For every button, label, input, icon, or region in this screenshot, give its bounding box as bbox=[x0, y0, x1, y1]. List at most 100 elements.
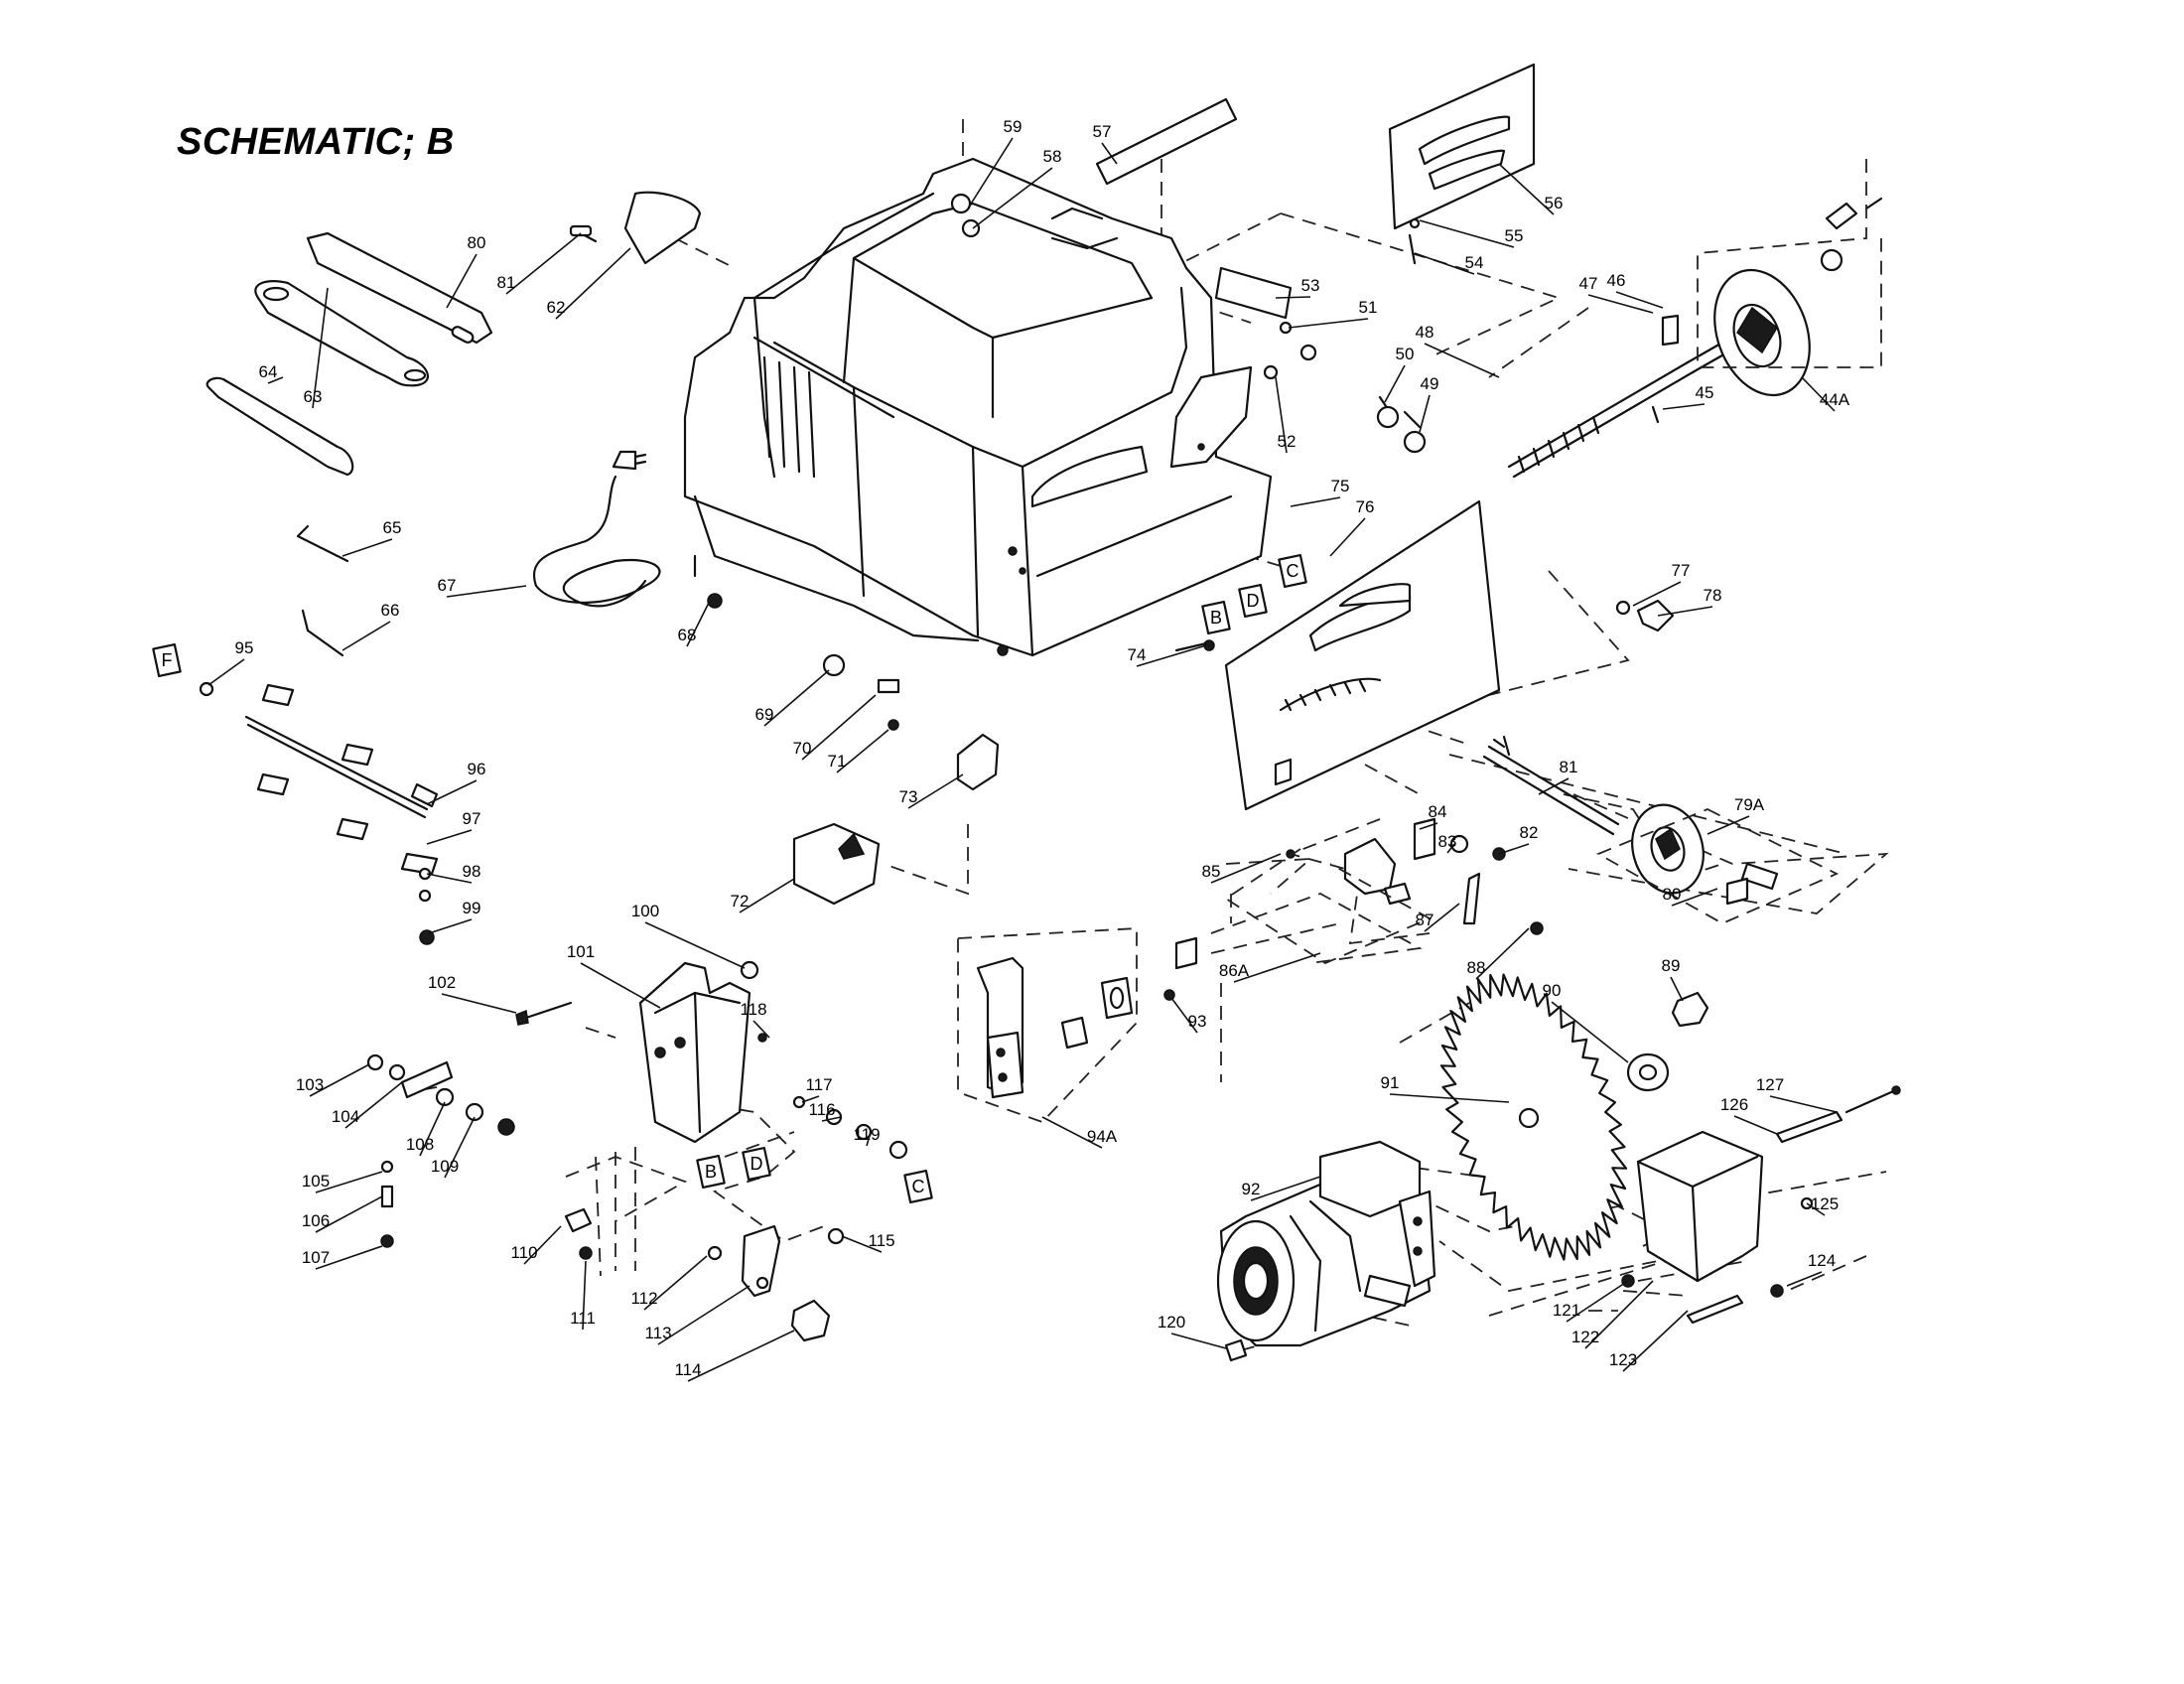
callout-59: 59 bbox=[1004, 117, 1023, 136]
leader-line bbox=[315, 1245, 383, 1270]
accessories bbox=[205, 191, 702, 657]
callout-77: 77 bbox=[1672, 561, 1691, 580]
callout-108: 108 bbox=[406, 1135, 434, 1154]
leader-line bbox=[426, 873, 473, 884]
callout-71: 71 bbox=[828, 752, 847, 771]
callout-123: 123 bbox=[1609, 1350, 1637, 1369]
leader-line bbox=[1670, 976, 1684, 1002]
callout-92: 92 bbox=[1242, 1180, 1261, 1198]
box-letter-c: C bbox=[903, 1169, 933, 1204]
leader-line bbox=[821, 1116, 842, 1122]
callout-70: 70 bbox=[793, 739, 812, 758]
leader-lines bbox=[207, 137, 1838, 1382]
callout-80: 80 bbox=[468, 233, 486, 252]
leader-line bbox=[582, 1260, 587, 1331]
leader-line bbox=[801, 1095, 820, 1103]
scale-plate bbox=[1388, 63, 1536, 265]
leader-line bbox=[1419, 219, 1515, 248]
leader-line bbox=[428, 918, 473, 934]
callout-83: 83 bbox=[1438, 832, 1457, 851]
leader-line bbox=[1233, 952, 1321, 983]
svg-text:B: B bbox=[1210, 608, 1222, 628]
leader-line bbox=[1587, 294, 1654, 314]
leader-line bbox=[267, 376, 284, 384]
leader-line bbox=[1498, 843, 1530, 855]
callout-66: 66 bbox=[381, 601, 400, 620]
callout-55: 55 bbox=[1505, 226, 1524, 245]
leader-line bbox=[1786, 1271, 1823, 1287]
callout-73: 73 bbox=[899, 787, 918, 806]
callout-112: 112 bbox=[630, 1289, 657, 1308]
leader-line bbox=[1446, 843, 1455, 854]
callout-75: 75 bbox=[1331, 477, 1350, 495]
leader-line bbox=[446, 585, 527, 598]
callout-50: 50 bbox=[1396, 345, 1415, 363]
motor bbox=[1216, 1140, 1436, 1362]
leader-line bbox=[419, 1101, 446, 1157]
leader-line bbox=[972, 167, 1053, 229]
callout-81: 81 bbox=[497, 273, 516, 292]
callout-56: 56 bbox=[1545, 194, 1564, 212]
callout-65: 65 bbox=[383, 518, 402, 537]
callout-119: 119 bbox=[853, 1125, 880, 1144]
leader-line bbox=[1424, 903, 1460, 932]
svg-text:C: C bbox=[912, 1177, 925, 1196]
leader-line bbox=[1584, 1280, 1654, 1349]
leader-line bbox=[1384, 364, 1406, 403]
leader-line bbox=[341, 621, 391, 651]
leader-line bbox=[1475, 927, 1530, 980]
leader-line bbox=[644, 921, 746, 969]
leader-line bbox=[505, 232, 582, 295]
callout-102: 102 bbox=[428, 973, 456, 992]
leader-line bbox=[1101, 142, 1118, 165]
callout-90: 90 bbox=[1543, 981, 1562, 1000]
callout-53: 53 bbox=[1301, 276, 1320, 295]
callout-48: 48 bbox=[1416, 323, 1434, 342]
leader-line bbox=[1275, 376, 1288, 454]
leader-line bbox=[446, 253, 478, 309]
svg-text:F: F bbox=[162, 650, 173, 670]
leader-line bbox=[344, 1081, 403, 1129]
leader-line bbox=[801, 694, 877, 761]
callout-78: 78 bbox=[1704, 586, 1722, 605]
leader-line bbox=[1706, 815, 1750, 835]
leader-line bbox=[866, 1131, 872, 1147]
callout-63: 63 bbox=[304, 387, 323, 406]
leader-line bbox=[580, 962, 661, 1009]
callout-87: 87 bbox=[1416, 911, 1434, 929]
callout-113: 113 bbox=[644, 1324, 671, 1342]
callout-116: 116 bbox=[808, 1100, 835, 1119]
callout-57: 57 bbox=[1093, 122, 1112, 141]
callout-94a: 94A bbox=[1087, 1127, 1118, 1146]
callout-44a: 44A bbox=[1820, 390, 1850, 409]
leader-line bbox=[1801, 376, 1836, 412]
switch-mount bbox=[366, 960, 908, 1342]
leader-line bbox=[1671, 888, 1718, 907]
bracket-94A bbox=[957, 927, 1198, 1124]
callout-118: 118 bbox=[740, 1000, 766, 1019]
box-letter-d: D bbox=[742, 1146, 771, 1182]
callout-51: 51 bbox=[1359, 298, 1378, 317]
leader-line bbox=[1662, 403, 1706, 410]
callout-labels: 8081626364656667685958575655545351505249… bbox=[235, 117, 1850, 1379]
leader-line bbox=[1041, 1116, 1103, 1149]
leader-line bbox=[315, 1171, 383, 1193]
callout-64: 64 bbox=[259, 362, 278, 381]
knob-77-78 bbox=[1615, 599, 1675, 632]
leader-line bbox=[763, 669, 830, 727]
callout-96: 96 bbox=[468, 760, 486, 778]
leader-line bbox=[1424, 343, 1500, 378]
callout-80: 80 bbox=[1663, 885, 1682, 904]
saw-blade bbox=[1439, 973, 1709, 1261]
leader-line bbox=[1250, 1176, 1321, 1201]
leader-line bbox=[1290, 496, 1341, 507]
callout-46: 46 bbox=[1607, 271, 1626, 290]
schematic-title: SCHEMATIC; B bbox=[177, 121, 455, 163]
svg-text:B: B bbox=[705, 1162, 717, 1182]
leader-line bbox=[1210, 853, 1282, 884]
callout-58: 58 bbox=[1043, 147, 1062, 166]
leader-line bbox=[1538, 777, 1570, 795]
callout-122: 122 bbox=[1571, 1328, 1599, 1346]
leader-line bbox=[441, 993, 517, 1014]
leader-line bbox=[1170, 997, 1198, 1034]
